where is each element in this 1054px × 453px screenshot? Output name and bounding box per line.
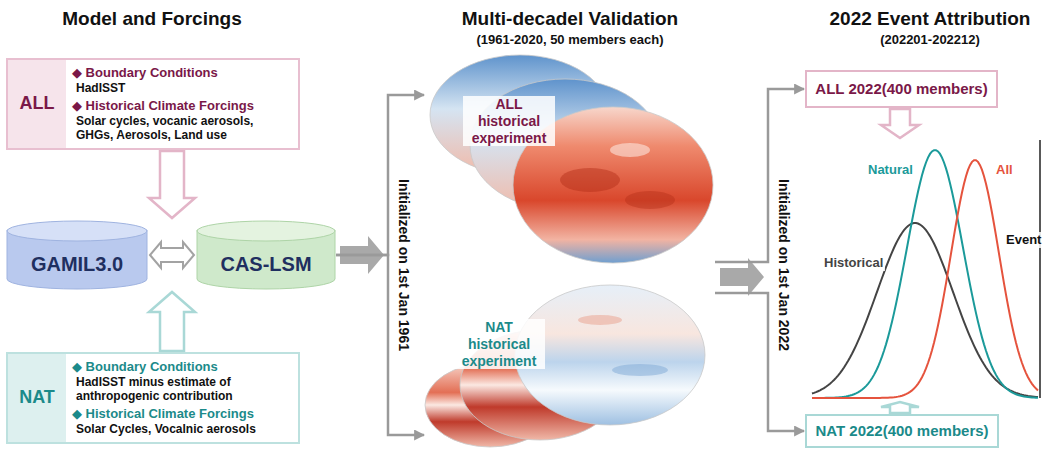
model-cylinder: GAMIL3.0	[6, 220, 148, 290]
forcing-list: ◆ Boundary ConditionsHadISST ◆ Historical…	[72, 60, 298, 147]
tab-cell: NAT	[8, 354, 66, 442]
forcing-detail: HadISST minus estimate of anthropogenic …	[72, 375, 292, 404]
column-title: 2022 Event Attribution	[730, 8, 1054, 31]
forcing-heading: ◆ Boundary Conditions	[72, 359, 292, 375]
map-panel: ALL historical experiment	[425, 50, 715, 270]
curve-label: Natural	[866, 162, 915, 178]
curve-label: All	[994, 162, 1015, 178]
ensemble-box: ALL 2022(400 members)	[805, 70, 998, 108]
map-texture	[578, 315, 622, 325]
forcing-box: ALL ◆ Boundary ConditionsHadISST ◆ Histori…	[6, 58, 300, 150]
cylinder-label-area: GAMIL3.0	[6, 242, 148, 286]
column-subtitle: (1961-2020, 50 members each)	[370, 32, 770, 48]
ensemble-name: ALL 2022(400 members)	[815, 80, 987, 98]
block-arrow	[149, 151, 195, 218]
block-arrow	[881, 402, 919, 413]
nat-map-stack	[425, 285, 705, 447]
curve-label: Event	[1004, 232, 1043, 248]
block-arrow	[150, 242, 194, 268]
column-subtitle: (202201-202212)	[730, 32, 1054, 48]
group-name: NAT	[19, 387, 55, 409]
group-name: ALL	[20, 93, 55, 115]
init-label: Initialized on 1st Jan 1961	[394, 115, 412, 415]
ensemble-box: NAT 2022(400 members)	[805, 414, 999, 448]
tab-cell: ALL	[8, 60, 66, 148]
map-panel: NAT historical experiment	[425, 285, 715, 450]
forcing-heading: ◆ Historical Climate Forcings	[72, 406, 292, 422]
pdf-curve	[812, 160, 1038, 398]
cylinder-top	[197, 221, 335, 241]
forcing-list: ◆ Boundary ConditionsHadISST minus estim…	[72, 354, 298, 441]
forcing-detail: Solar Cycles, Vocalnic aerosols	[72, 422, 292, 436]
forcing-box: NAT ◆ Boundary ConditionsHadISST minus es…	[6, 352, 300, 444]
curve-label: Historical	[822, 255, 885, 271]
model-name: CAS-LSM	[220, 252, 311, 276]
pdf-curves	[812, 150, 1038, 398]
model-name: GAMIL3.0	[31, 252, 123, 276]
flow-arrow	[720, 258, 764, 296]
cylinder-label-area: CAS-LSM	[196, 242, 336, 286]
cylinder-top	[7, 221, 147, 241]
forcing-heading: ◆ Historical Climate Forcings	[72, 98, 292, 114]
event-line	[1039, 140, 1041, 398]
all-map-stack	[430, 55, 713, 263]
distribution-chart: Natural AllHistorical Event	[808, 140, 1048, 400]
block-arrow	[149, 292, 195, 351]
column-title: Model and Forcings	[0, 8, 352, 31]
model-cylinder: CAS-LSM	[196, 220, 336, 290]
forcing-detail: HadISST	[72, 81, 292, 95]
column-title: Multi-decadel Validation	[370, 8, 770, 31]
block-arrow	[881, 109, 919, 138]
experiment-name: ALL historical experiment	[463, 96, 555, 146]
map-texture	[625, 191, 675, 209]
map-texture	[560, 168, 620, 192]
forcing-heading: ◆ Boundary Conditions	[72, 65, 292, 81]
map-texture	[612, 364, 668, 376]
ensemble-name: NAT 2022(400 members)	[815, 422, 988, 440]
init-label: Initialized on 1st Jan 2022	[774, 115, 792, 415]
map-texture	[610, 143, 650, 157]
forcing-detail: Solar cycles, vocanic aerosols, GHGs, Ae…	[72, 114, 292, 143]
experiment-name: NAT historical experiment	[453, 319, 545, 369]
pdf-curve	[812, 150, 1038, 398]
